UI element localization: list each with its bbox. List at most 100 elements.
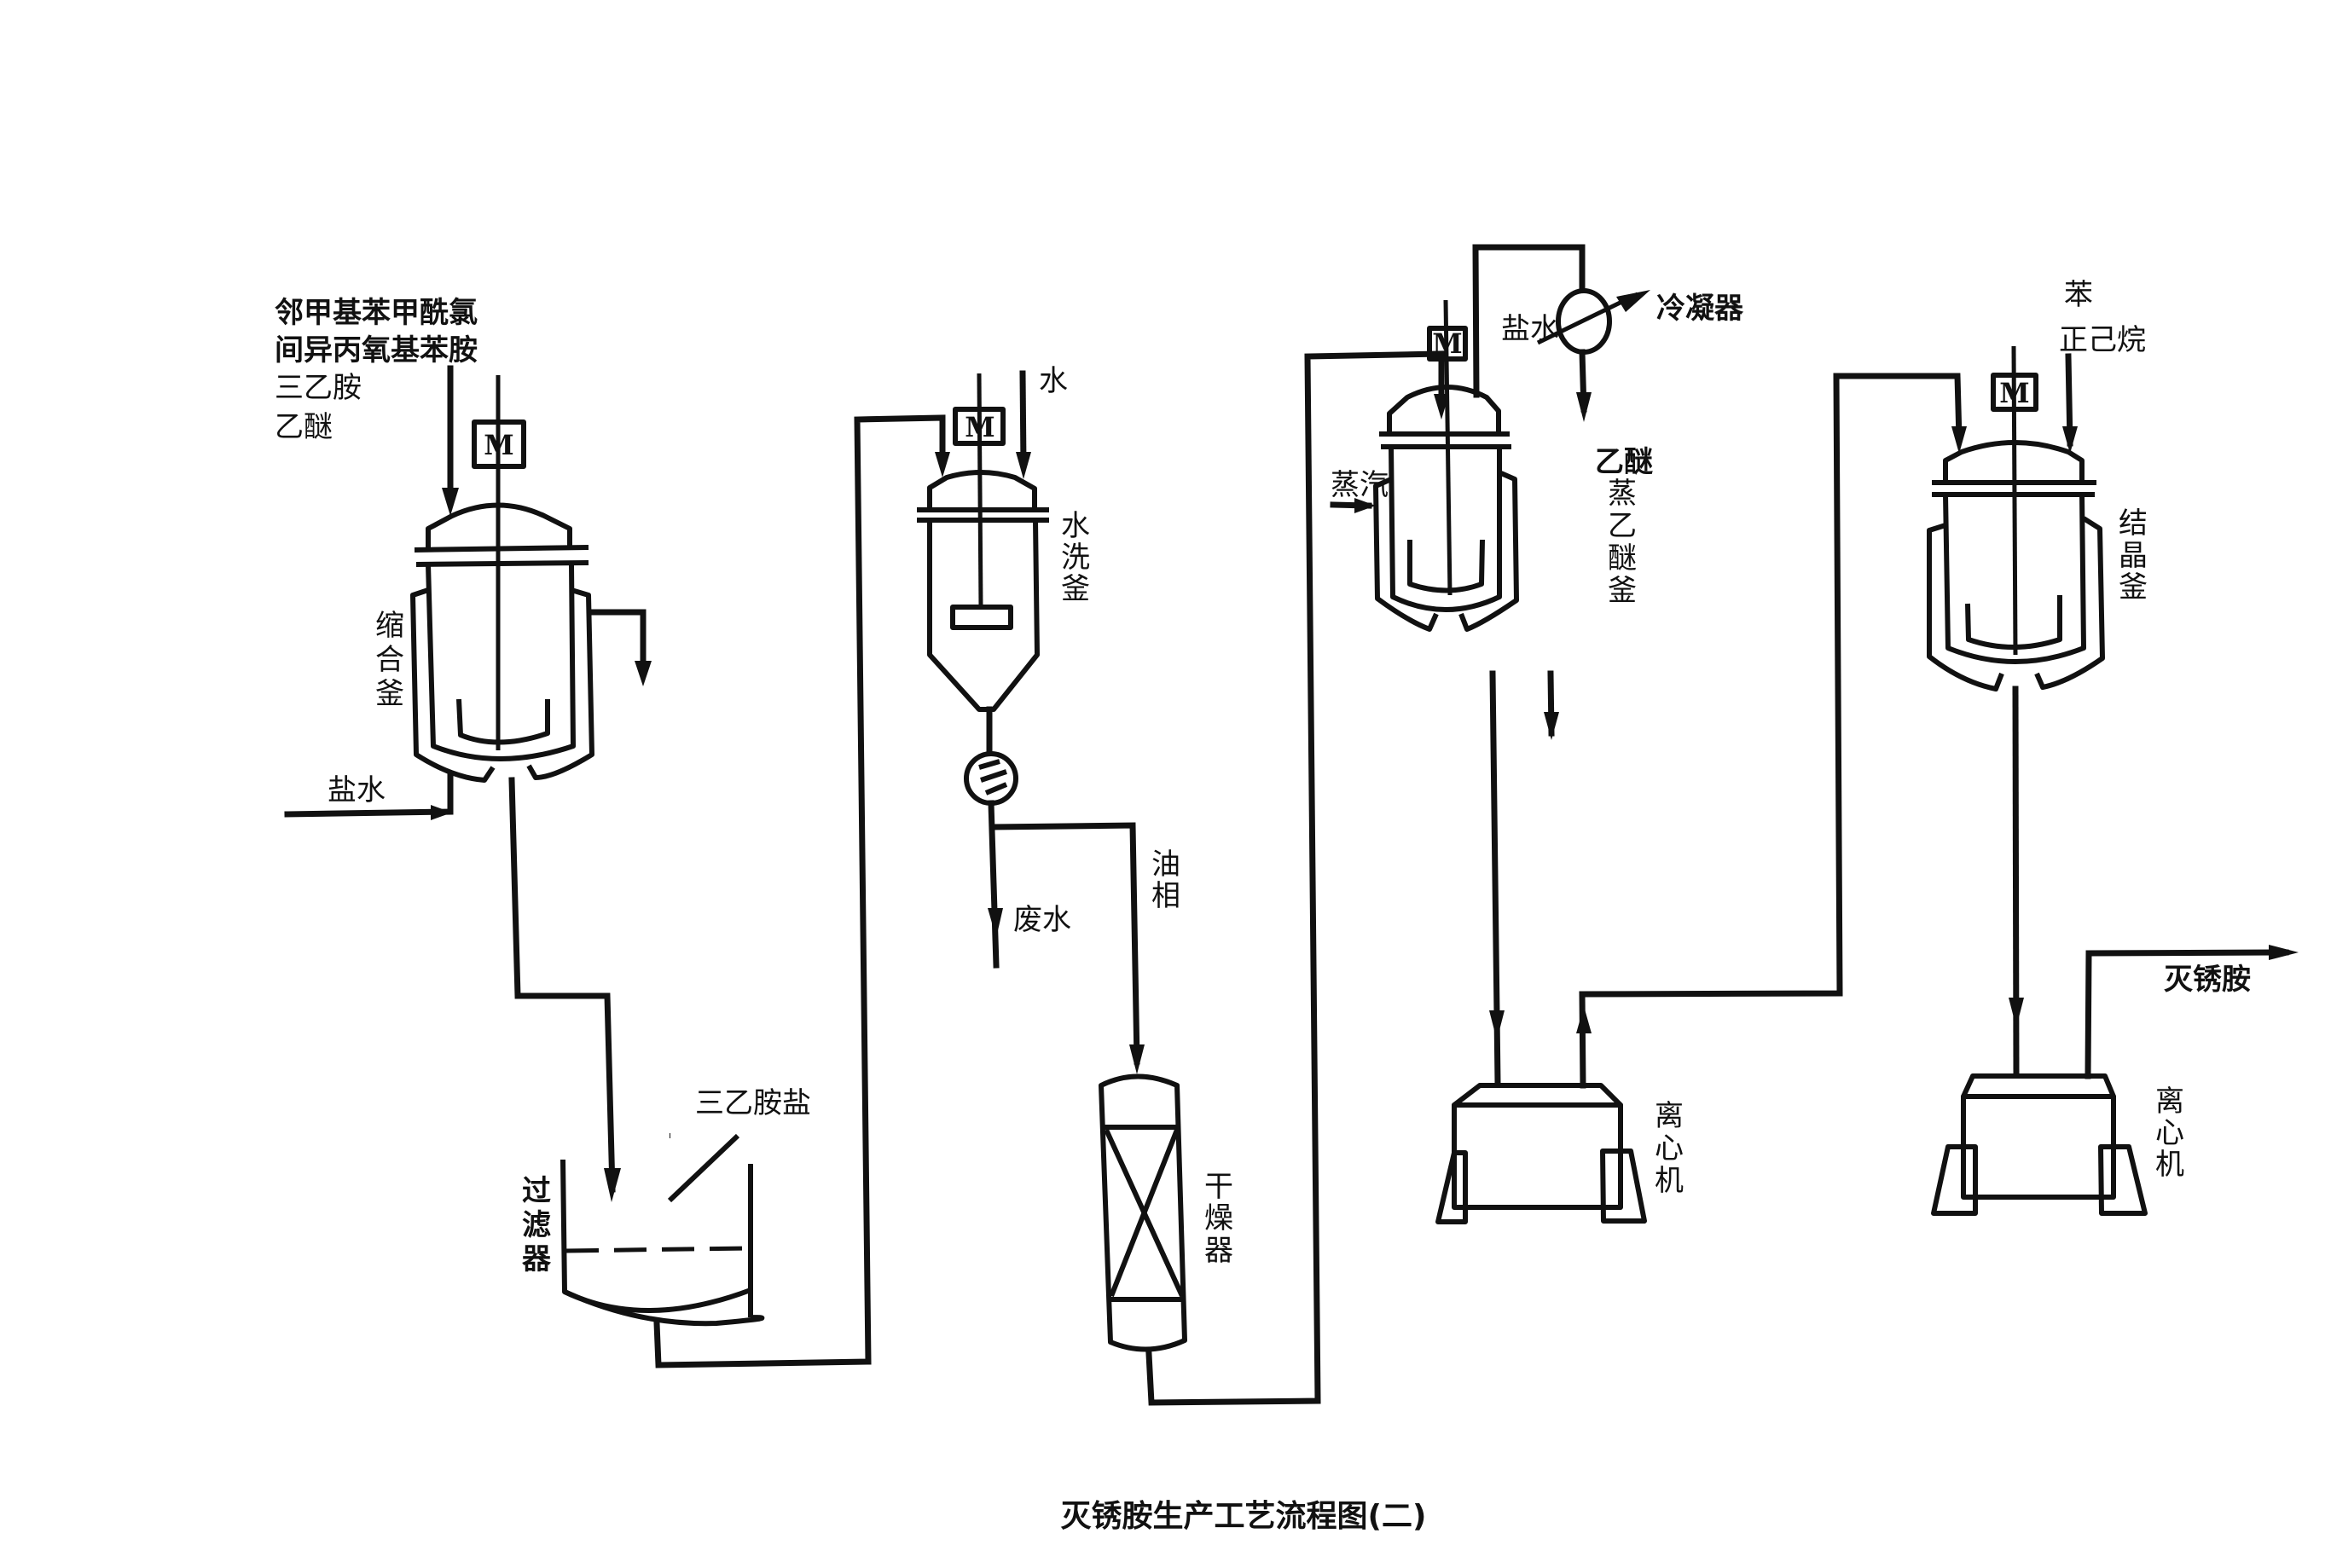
crystallizer-anchor-agitator (1965, 595, 2062, 650)
ether-distillation-kettle: M 蒸汽 蒸 乙 醚 釜 (1330, 299, 1637, 740)
centrifuge-1-body (1452, 1102, 1623, 1210)
centrifuge-2-inlet-arrow-icon (2009, 998, 2024, 1027)
jacket-outlet-pipe (589, 609, 647, 677)
flange-top (414, 545, 589, 553)
centrifuge-1-outlet-arrow-icon (1576, 1006, 1592, 1033)
centrifuge-1-label-3: 机 (1655, 1164, 1684, 1198)
kettle-body (426, 564, 576, 761)
feed-label-triethylamine: 三乙胺 (275, 371, 362, 405)
crystallizer-motor-box (1991, 373, 2038, 412)
separator-line-3 (984, 782, 1008, 796)
centrifuge-1-lid (1452, 1083, 1623, 1108)
feed-label-ether: 乙醚 (275, 410, 333, 444)
crystallizer-label-3: 釜 (2119, 570, 2148, 605)
pipe-kettle-to-filter (508, 777, 616, 1193)
dryer-label-3: 器 (1204, 1234, 1233, 1268)
wash-shaft (977, 373, 983, 608)
centrifuge-1-label-1: 离 (1655, 1099, 1684, 1133)
filter-label-3: 器 (522, 1242, 552, 1276)
crystallizer-body (1943, 494, 2086, 664)
ether-kettle-label-4: 釜 (1608, 574, 1637, 608)
pipe-filter-to-wash (653, 414, 946, 1368)
filter-medium (565, 1246, 750, 1253)
centrifuge-2-label-1: 离 (2155, 1085, 2184, 1119)
dryer-packing-diag-2 (1109, 1128, 1180, 1298)
wash-kettle: 水 M 水 洗 釜 (917, 364, 1090, 712)
filter-bottom (563, 1287, 752, 1313)
product-label: 灭锈胺 (2164, 963, 2251, 997)
feed-label-isopropoxyaniline: 间异丙氧基苯胺 (275, 333, 478, 367)
filter-label-2: 滤 (522, 1208, 551, 1242)
separator-line-2 (980, 769, 1007, 783)
condensation-kettle-label-2: 合 (375, 643, 404, 677)
centrifuge-2-lid (1961, 1073, 2116, 1099)
ether-kettle-label-1: 蒸 (1608, 477, 1637, 511)
waste-water-arrow-icon (988, 908, 1003, 938)
residue-label: 三乙胺盐 (695, 1086, 811, 1120)
steam-arrow-icon (1354, 498, 1376, 513)
oil-phase-label-1: 油 (1151, 848, 1180, 882)
residue-pointer (667, 1133, 740, 1203)
recovered-ether-label: 乙醚 (1595, 445, 1653, 479)
kettle-jacket (410, 587, 594, 783)
kettle-head (426, 502, 572, 550)
pipe-centrifuge-to-crystallizer (1579, 373, 1963, 1089)
ether-anchor-agitator (1407, 539, 1485, 593)
ether-kettle-label-2: 乙 (1608, 509, 1637, 543)
dryer-shell (1099, 1073, 1187, 1352)
feed-label-benzene: 苯 (2064, 278, 2093, 312)
centrifuge-1-inlet-arrow-icon (1489, 1010, 1505, 1040)
wash-motor-label: M (965, 411, 994, 443)
centrifuge-1-label-2: 心 (1655, 1131, 1684, 1166)
waste-water-pipe (988, 800, 1000, 969)
filter-label-1: 过 (522, 1174, 551, 1208)
wash-head (927, 470, 1037, 510)
centrifuge-2-right-foot (2098, 1144, 2148, 1216)
feed-arrow-icon (442, 488, 459, 516)
centrifuge-1: 离 心 机 (1435, 1083, 1684, 1224)
ether-kettle-label-3: 醚 (1608, 541, 1637, 576)
crystallizer-label-2: 晶 (2119, 539, 2148, 573)
crystallizer-motor-label: M (1999, 377, 2029, 409)
motor-box (472, 419, 526, 469)
ether-head (1387, 385, 1501, 433)
ether-motor-box (1427, 326, 1468, 362)
water-arrow-icon (1016, 452, 1031, 479)
centrifuge-2-label-2: 心 (2155, 1116, 2184, 1150)
oil-phase-pipe (989, 822, 1140, 1065)
wash-kettle-label-3: 釜 (1061, 572, 1090, 606)
centrifuge-2-label-3: 机 (2155, 1148, 2184, 1182)
ether-motor-label: M (1432, 327, 1462, 360)
filter: 三乙胺盐 过 滤 器 (522, 1086, 811, 1327)
anchor-agitator (456, 698, 550, 745)
centrifuge-2-body (1961, 1094, 2116, 1200)
product-pipe (2085, 949, 2289, 1079)
crystallizer-jacket (1927, 516, 2105, 691)
waste-water-label: 废水 (1013, 903, 1071, 937)
ether-jacket-outlet-arrow-icon (1544, 712, 1559, 740)
oil-phase-arrow-icon (1129, 1044, 1145, 1074)
crystallizer-label-1: 结 (2119, 506, 2148, 541)
diagram-title: 灭锈胺生产工艺流程图(二) (1061, 1499, 1427, 1534)
condensation-kettle-label-3: 釜 (375, 677, 404, 711)
crystallizer-shaft (2011, 345, 2018, 656)
filter-inlet-arrow-icon (604, 1168, 621, 1202)
centrifuge-2: 离 心 机 (1931, 1073, 2184, 1216)
steam-label: 蒸汽 (1331, 468, 1389, 502)
wash-inlet-arrow-icon (935, 452, 950, 477)
ether-jacket (1373, 471, 1519, 632)
wash-body-cone (927, 519, 1040, 712)
crystallizer-inlet-arrow-icon (1951, 426, 1967, 454)
condensation-kettle-label-1: 缩 (375, 609, 404, 643)
jacket-outlet-arrow-icon (635, 661, 652, 686)
oil-phase-label-2: 相 (1151, 879, 1180, 913)
brine-arrow-icon (431, 805, 452, 820)
brine-inlet-pipe (284, 772, 454, 818)
ether-body (1389, 446, 1502, 612)
condenser-label: 冷凝器 (1656, 292, 1744, 326)
crystallization-kettle: 苯 正己烷 M 结 晶 釜 (1927, 278, 2148, 691)
paddle-agitator (950, 605, 1013, 630)
solvent-arrow-icon (2062, 426, 2078, 454)
condenser: 盐水 冷凝器 乙醚 (1501, 288, 1744, 479)
